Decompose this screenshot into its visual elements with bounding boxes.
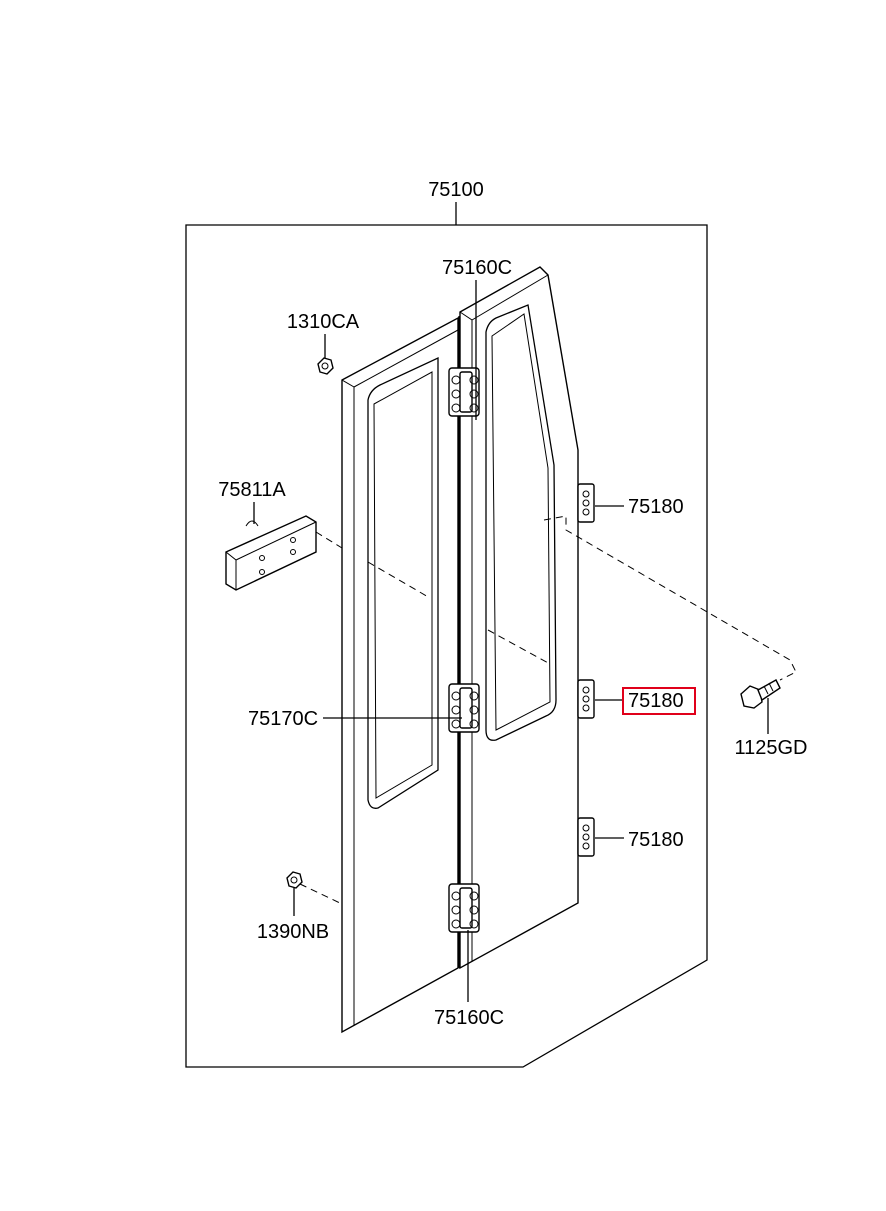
nut-top (317, 357, 334, 375)
latch-middle (577, 679, 595, 719)
hinge-middle (448, 683, 480, 733)
label-latch-middle: 75180 (628, 690, 684, 712)
hinge-top (448, 367, 480, 417)
label-latch-bottom: 75180 (628, 829, 684, 851)
left-door-panel (341, 316, 459, 1034)
assembly-dashed-lines (299, 515, 797, 905)
hinge-bottom (448, 883, 480, 933)
label-hinge-middle: 75170C (248, 708, 318, 730)
nut-bottom (286, 871, 303, 889)
assembly-frame (185, 224, 708, 1068)
label-hinge-top: 75160C (442, 257, 512, 279)
label-nut-bottom: 1390NB (257, 921, 329, 943)
latch-bottom (577, 817, 595, 857)
leader-lines (253, 280, 769, 1002)
label-bolt: 1125GD (734, 737, 807, 759)
bracket-part (225, 515, 317, 591)
label-hinge-bottom: 75160C (434, 1007, 504, 1029)
latch-top (577, 483, 595, 523)
label-nut-top: 1310CA (287, 311, 360, 333)
bolt-part (740, 679, 781, 709)
label-bracket: 75811A (218, 479, 286, 501)
right-door-panel (459, 266, 579, 970)
label-latch-top: 75180 (628, 496, 684, 518)
label-assembly: 75100 (428, 179, 484, 201)
highlight-box (622, 687, 696, 715)
